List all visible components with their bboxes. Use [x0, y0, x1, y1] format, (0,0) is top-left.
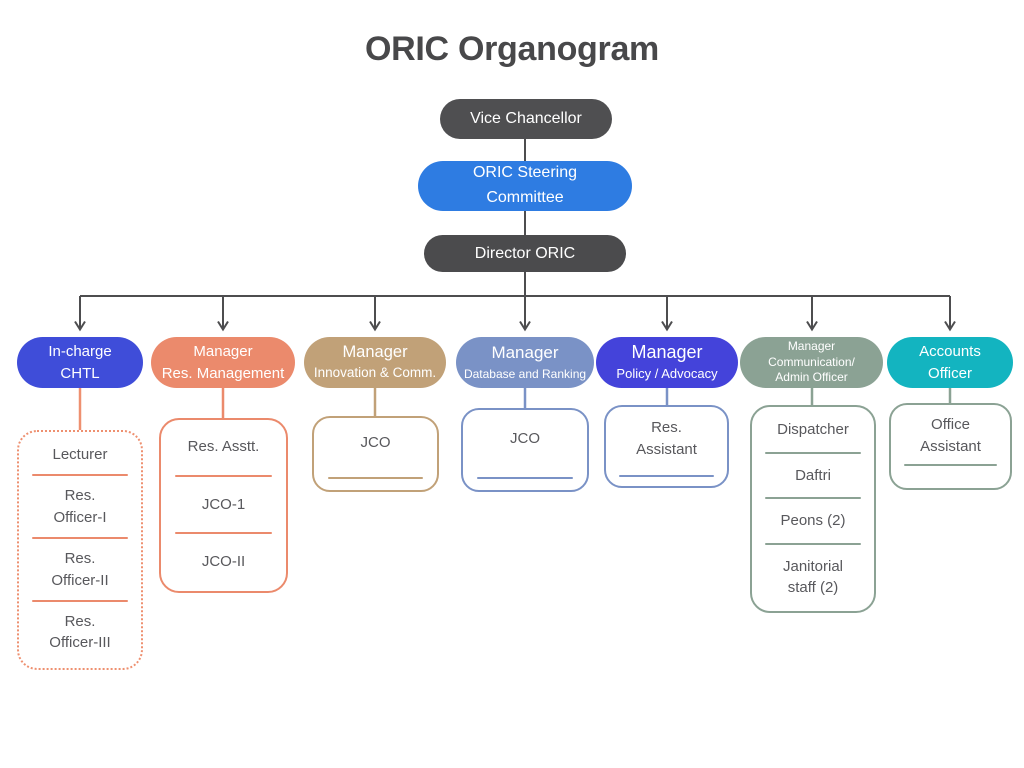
member-label: JCO-II	[201, 553, 246, 571]
member-label: Daftri	[795, 466, 831, 484]
node-label: Manager	[631, 342, 703, 363]
node-label: Officer	[928, 364, 972, 382]
member-label: Res. Officer-III	[49, 612, 111, 652]
node-label: Manager	[787, 339, 836, 354]
member-label: Lecturer	[52, 446, 108, 463]
node-accounts-officer: Accounts Officer	[887, 337, 1013, 388]
page-title: ORIC Organogram	[365, 30, 659, 68]
node-label: Vice Chancellor	[470, 110, 582, 127]
node-label: Committee	[486, 189, 564, 206]
divider	[904, 464, 997, 466]
member-label: Res. Officer-II	[51, 549, 109, 589]
node-label: Innovation & Comm.	[313, 364, 437, 380]
member-label: Res. Assistant	[636, 419, 697, 458]
box-policy-staff: Res. Assistant	[604, 405, 729, 488]
node-label: ORIC Steering	[472, 164, 578, 182]
member-label: JCO	[360, 434, 391, 451]
node-label: Manager	[491, 343, 559, 363]
node-label: Res. Management	[161, 364, 285, 382]
divider	[32, 474, 128, 477]
divider	[619, 475, 714, 477]
box-innovation-staff: JCO	[312, 416, 439, 492]
member-label: JCO-1	[201, 495, 246, 513]
node-manager-policy-advocacy: Manager Policy / Advocacy	[596, 337, 738, 388]
divider	[765, 497, 861, 500]
divider	[174, 474, 273, 477]
divider	[32, 537, 128, 540]
divider	[327, 477, 424, 479]
node-vice-chancellor: Vice Chancellor	[440, 99, 612, 139]
member-label: Res. Officer-I	[53, 487, 107, 526]
divider	[174, 532, 273, 535]
node-label: Accounts	[919, 342, 981, 360]
member-label: Peons (2)	[780, 512, 846, 529]
node-label: Database and Ranking	[463, 366, 587, 381]
member-label: Dispatcher	[777, 421, 849, 438]
node-incharge-chtl: In-charge CHTL	[17, 337, 143, 388]
node-label: Policy / Advocacy	[616, 366, 718, 382]
box-chtl-staff: Lecturer Res. Officer-I Res. Officer-II …	[17, 430, 143, 670]
divider	[476, 477, 574, 479]
divider	[32, 599, 128, 602]
branch-arrows	[74, 295, 956, 332]
node-label: Manager	[342, 343, 408, 362]
node-manager-innovation-comm: Manager Innovation & Comm.	[304, 337, 446, 388]
node-director-oric: Director ORIC	[424, 235, 626, 272]
divider	[765, 542, 861, 545]
node-oric-steering-committee: ORIC Steering Committee	[418, 161, 632, 211]
member-label: Office Assistant	[920, 416, 981, 455]
node-label: Communication/	[768, 354, 855, 369]
box-admin-staff: Dispatcher Daftri Peons (2) Janitorial s…	[750, 405, 876, 613]
divider	[765, 451, 861, 454]
box-accounts-staff: Office Assistant	[889, 403, 1012, 490]
node-manager-database-ranking: Manager Database and Ranking	[456, 337, 594, 388]
node-label: Admin Officer	[775, 370, 848, 385]
node-label: Director ORIC	[474, 244, 576, 262]
node-label: CHTL	[60, 364, 100, 382]
sub-box-connectors	[78, 388, 952, 431]
box-database-staff: JCO	[461, 408, 589, 492]
member-label: JCO	[510, 430, 540, 447]
box-res-management-staff: Res. Asstt. JCO-1 JCO-II	[159, 418, 288, 593]
member-label: Res. Asstt.	[187, 438, 260, 455]
node-label: Manager	[193, 342, 253, 360]
node-manager-communication-admin: Manager Communication/ Admin Officer	[740, 337, 883, 388]
node-label: In-charge	[48, 342, 112, 360]
node-manager-res-management: Manager Res. Management	[151, 337, 295, 388]
member-label: Janitorial staff (2)	[782, 557, 844, 597]
